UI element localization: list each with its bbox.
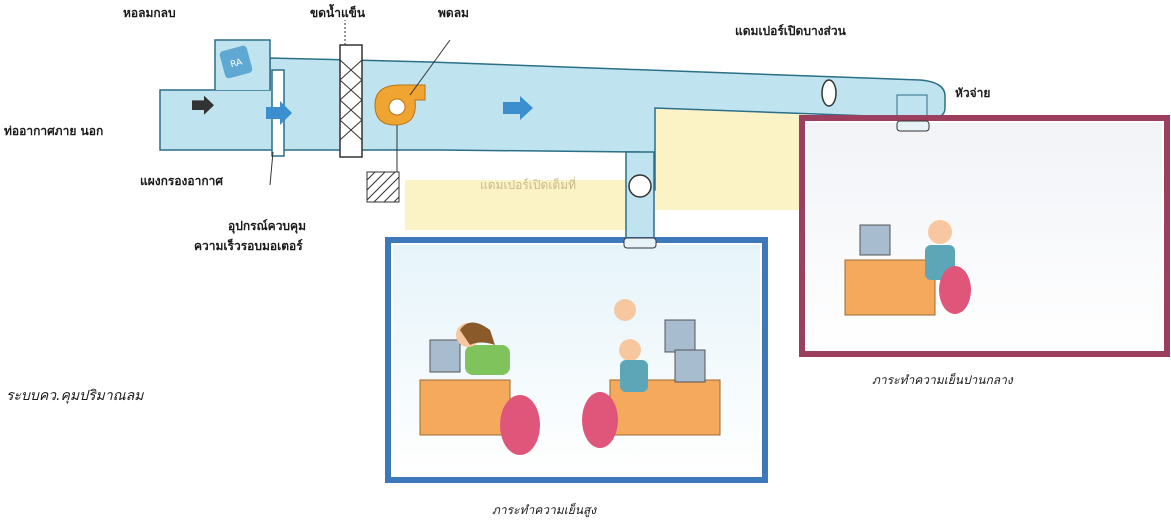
motor-speed-controller	[366, 171, 400, 203]
medium-load-room	[799, 115, 1170, 357]
fan-leader	[409, 39, 451, 96]
fan-label: พดลม	[438, 6, 469, 20]
svg-text:RA: RA	[229, 57, 244, 70]
high-zone-yellow	[405, 180, 630, 230]
filter-leader	[269, 151, 274, 186]
partial-damper	[821, 79, 837, 107]
return-air-icon: RA	[219, 45, 253, 79]
water-coil-label: ขดน้ำแข็น	[310, 6, 366, 20]
full-damper	[628, 174, 652, 198]
branch-duct-high	[625, 151, 655, 248]
airflow-arrow-3	[503, 96, 533, 120]
diffuser-label: หัวจ่าย	[955, 86, 991, 100]
high-load-caption: ภาระทำความเย็นสูง	[492, 503, 597, 517]
fan-icon	[374, 84, 426, 126]
worker-icon-1	[419, 322, 540, 455]
diffuser-high	[623, 237, 657, 249]
cooling-coil	[339, 44, 363, 158]
high-load-room	[385, 237, 768, 483]
medium-load-caption: ภาระทำความเย็นปานกลาง	[872, 373, 1013, 387]
motor-controller-label-line2: ความเร็วรอบมอเตอร์	[194, 239, 303, 253]
system-title: ระบบคว.คุมปริมาณลม	[6, 388, 144, 404]
worker-icon-2	[582, 299, 721, 448]
airflow-arrow-2	[266, 101, 292, 125]
air-filter-label: แผงกรองอากาศ	[140, 174, 223, 188]
airflow-arrow-1	[192, 95, 214, 115]
partial-damper-label: แดมเปอร์เปิดบางส่วน	[735, 24, 846, 38]
medium-zone-yellow	[655, 100, 805, 210]
motor-controller-label-line1: อุปกรณ์ควบคุม	[228, 219, 306, 233]
worker-icon-3	[844, 220, 971, 316]
return-air-duct-label: หอลมกลบ	[123, 6, 176, 20]
outside-air-duct-label: ท่ออากาศภาย นอก	[4, 124, 104, 138]
full-damper-label: แดมเปอร์เปิดเต็มที่	[480, 178, 577, 192]
diffuser-medium	[896, 120, 930, 132]
